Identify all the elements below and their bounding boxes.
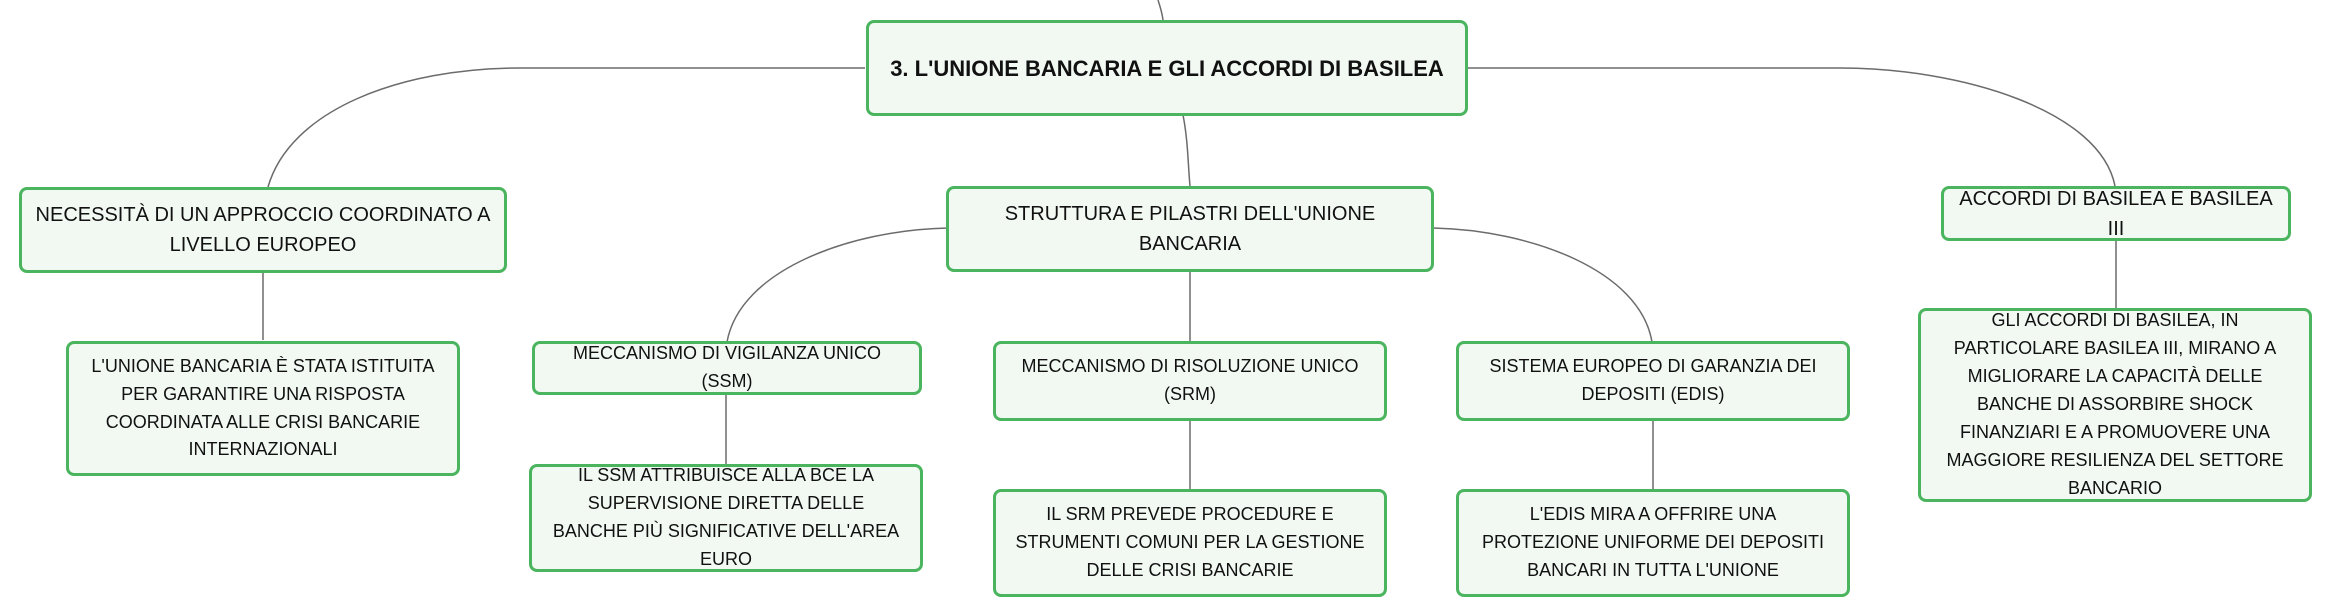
pillar-node-edis[interactable]: SISTEMA EUROPEO DI GARANZIA DEI DEPOSITI…: [1456, 341, 1850, 421]
pillar-title-ssm: MECCANISMO DI VIGILANZA UNICO (SSM): [572, 343, 882, 391]
connector-main-left: [267, 67, 865, 188]
detail-text-srm: IL SRM PREVEDE PROCEDURE E STRUMENTI COM…: [1015, 504, 1365, 580]
topic-title-coordinated-approach: NECESSITÀ DI UN APPROCCIO COORDINATO A L…: [35, 204, 491, 256]
connector-parent-main: [1157, 0, 1164, 21]
topic-node-coordinated-approach[interactable]: NECESSITÀ DI UN APPROCCIO COORDINATO A L…: [19, 187, 507, 273]
topic-title-basel-accords: ACCORDI DI BASILEA E BASILEA III: [1959, 187, 2273, 240]
topic-node-structure-pillars[interactable]: STRUTTURA E PILASTRI DELL'UNIONE BANCARI…: [946, 186, 1434, 272]
detail-node-banking-union-purpose[interactable]: L'UNIONE BANCARIA È STATA ISTITUITA PER …: [66, 341, 460, 476]
detail-text-basel-accords: GLI ACCORDI DI BASILEA, IN PARTICOLARE B…: [1946, 310, 2284, 498]
main-topic-title: 3. L'UNIONE BANCARIA E GLI ACCORDI DI BA…: [890, 55, 1444, 81]
pillar-node-ssm[interactable]: MECCANISMO DI VIGILANZA UNICO (SSM): [532, 341, 922, 395]
connector-main-center: [1182, 114, 1191, 187]
detail-text-banking-union-purpose: L'UNIONE BANCARIA È STATA ISTITUITA PER …: [91, 355, 435, 460]
main-topic-node[interactable]: 3. L'UNIONE BANCARIA E GLI ACCORDI DI BA…: [866, 20, 1468, 116]
pillar-node-srm[interactable]: MECCANISMO DI RISOLUZIONE UNICO (SRM): [993, 341, 1387, 421]
connector-center-ssm: [726, 227, 949, 343]
connector-center-edis: [1432, 227, 1653, 343]
detail-node-basel-accords[interactable]: GLI ACCORDI DI BASILEA, IN PARTICOLARE B…: [1918, 308, 2312, 502]
pillar-title-edis: SISTEMA EUROPEO DI GARANZIA DEI DEPOSITI…: [1489, 356, 1817, 404]
detail-text-ssm: IL SSM ATTRIBUISCE ALLA BCE LA SUPERVISI…: [552, 465, 900, 569]
detail-node-srm[interactable]: IL SRM PREVEDE PROCEDURE E STRUMENTI COM…: [993, 489, 1387, 597]
topic-node-basel-accords[interactable]: ACCORDI DI BASILEA E BASILEA III: [1941, 186, 2291, 241]
detail-node-ssm[interactable]: IL SSM ATTRIBUISCE ALLA BCE LA SUPERVISI…: [529, 464, 923, 572]
connector-main-right: [1466, 67, 2116, 187]
pillar-title-srm: MECCANISMO DI RISOLUZIONE UNICO (SRM): [1021, 356, 1359, 404]
detail-node-edis[interactable]: L'EDIS MIRA A OFFRIRE UNA PROTEZIONE UNI…: [1456, 489, 1850, 597]
detail-text-edis: L'EDIS MIRA A OFFRIRE UNA PROTEZIONE UNI…: [1481, 504, 1825, 580]
topic-title-structure-pillars: STRUTTURA E PILASTRI DELL'UNIONE BANCARI…: [1004, 203, 1376, 255]
